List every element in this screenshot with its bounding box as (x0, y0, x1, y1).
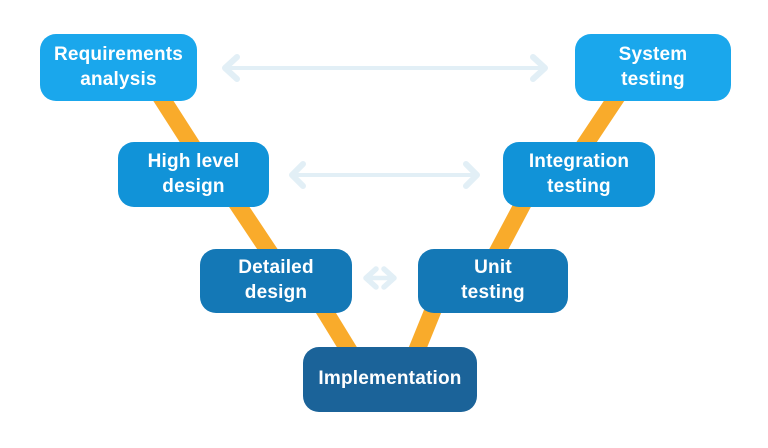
double-arrow-highlevel-integration (289, 161, 480, 189)
box-label: Detailed design (238, 257, 314, 303)
box-requirements-analysis: Requirements analysis (40, 34, 197, 101)
box-label: Integration testing (528, 150, 630, 197)
arrow-left-head-icon (222, 54, 240, 82)
arrow-right-head-icon (530, 54, 548, 82)
box-label: Requirements analysis (53, 43, 184, 90)
box-high-level-design: High level design (118, 142, 269, 207)
box-implementation: Implementation (303, 347, 477, 412)
arrow-right-head-icon (381, 266, 397, 290)
box-label: System testing (618, 43, 688, 90)
double-arrow-detailed-unit (363, 266, 397, 290)
box-detailed-design: Detailed design (200, 249, 352, 313)
box-label: Unit testing (461, 257, 525, 303)
double-arrow-requirements-system (222, 54, 548, 82)
arrow-left-head-icon (363, 266, 379, 290)
box-label: High level design (147, 150, 240, 197)
box-unit-testing: Unit testing (418, 249, 568, 313)
arrow-right-head-icon (463, 161, 480, 189)
box-label: Implementation (318, 368, 462, 390)
arrow-left-head-icon (289, 161, 306, 189)
box-system-testing: System testing (575, 34, 731, 101)
box-integration-testing: Integration testing (503, 142, 655, 207)
